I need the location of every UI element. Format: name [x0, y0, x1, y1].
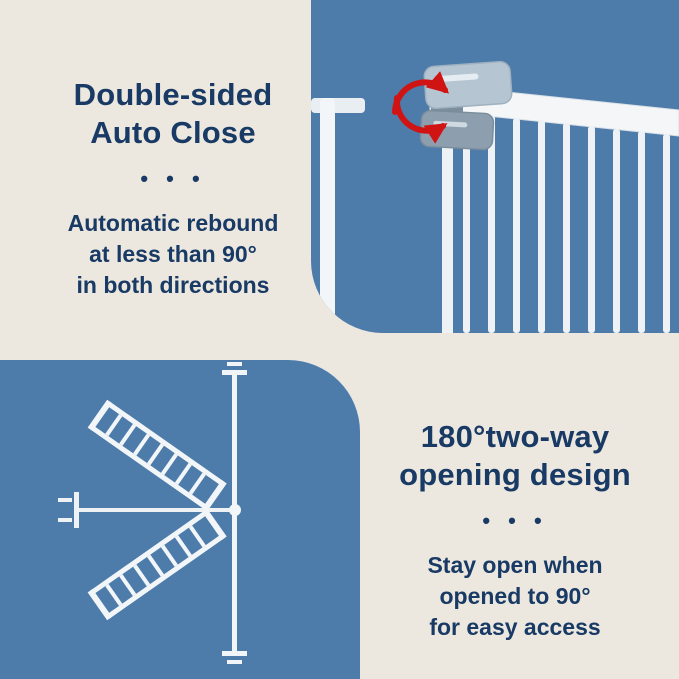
gate-two-way-opening-illustration [58, 362, 247, 664]
headline-line: 180°two-way [420, 419, 610, 454]
gate-pivot [229, 504, 241, 516]
description-line: Stay open when [427, 551, 603, 578]
wall-mount-bracket [58, 492, 232, 528]
dots-separator: • • • [482, 507, 548, 533]
two-way-text-block: 180°two-way opening design • • • Stay op… [366, 418, 664, 643]
opening-illustration-panel [0, 360, 360, 679]
two-way-description: Stay open when opened to 90° for easy ac… [366, 550, 664, 644]
description-line: for easy access [429, 614, 601, 641]
auto-close-headline: Double-sided Auto Close [8, 76, 338, 152]
gate-hinge-illustration [311, 60, 679, 333]
hinge-illustration-panel [311, 0, 679, 333]
headline-line: opening design [399, 456, 631, 492]
gate-leaf-open-up [87, 399, 227, 512]
auto-close-description: Automatic rebound at less than 90° in bo… [8, 208, 338, 302]
headline-line: Auto Close [90, 114, 256, 150]
headline-line: Double-sided [73, 77, 273, 112]
two-way-headline: 180°two-way opening design [366, 418, 664, 494]
description-line: at less than 90° [89, 240, 257, 267]
rotation-arrows-icon [392, 71, 450, 144]
description-line: in both directions [76, 272, 270, 299]
description-line: opened to 90° [439, 582, 591, 609]
gate-leaf-open-down [87, 508, 227, 621]
dots-separator: • • • [140, 165, 206, 191]
auto-close-text-block: Double-sided Auto Close • • • Automatic … [8, 76, 338, 301]
description-line: Automatic rebound [67, 209, 279, 236]
